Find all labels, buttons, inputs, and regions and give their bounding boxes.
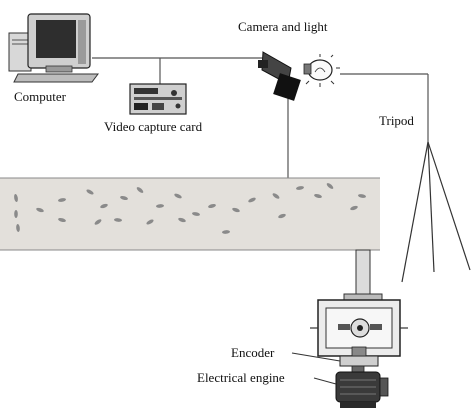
seed-grain: [86, 189, 94, 195]
seed-grain: [178, 217, 186, 223]
tripod-label: Tripod: [379, 113, 414, 128]
conveyor-belt: [0, 177, 380, 251]
seed-grain: [272, 193, 280, 199]
seed-grain: [14, 210, 18, 218]
seed-grain: [156, 204, 164, 208]
encoder-icon: [291, 346, 379, 367]
electrical-engine-label: Electrical engine: [197, 370, 285, 385]
seed-grain: [350, 205, 358, 211]
seed-grain: [232, 207, 240, 213]
seed-grain: [326, 183, 334, 189]
light-bulb-icon: [303, 54, 340, 87]
seed-grain: [174, 193, 182, 199]
seed-grain: [222, 230, 230, 234]
seed-grain: [100, 203, 108, 209]
camera-icon: [258, 51, 301, 101]
seed-grain: [14, 194, 18, 202]
seed-grain: [94, 219, 102, 225]
camera-and-light-label: Camera and light: [238, 19, 328, 34]
seed-grain: [120, 195, 128, 201]
seed-grain: [136, 187, 144, 193]
seed-grain: [146, 219, 154, 225]
seed-grain: [248, 197, 256, 203]
seed-grains: [14, 183, 366, 234]
encoder-label: Encoder: [231, 345, 275, 360]
seed-grain: [192, 212, 200, 216]
seed-grain: [58, 217, 66, 223]
seed-grain: [58, 198, 66, 202]
seed-grain: [114, 218, 122, 222]
electrical-engine-icon: [313, 365, 389, 408]
seed-grain: [208, 203, 216, 209]
tripod-icon: [401, 141, 471, 283]
video-capture-card-label: Video capture card: [104, 119, 203, 134]
seed-grain: [278, 213, 286, 219]
computer-icon: [8, 13, 99, 83]
computer-label: Computer: [14, 89, 66, 104]
seed-grain: [16, 224, 20, 232]
video-capture-card-icon: [129, 83, 187, 115]
seed-grain: [36, 207, 44, 213]
drive-shaft: [343, 249, 383, 302]
seed-grain: [296, 186, 304, 190]
seed-grain: [314, 193, 322, 199]
seed-grain: [358, 194, 366, 198]
